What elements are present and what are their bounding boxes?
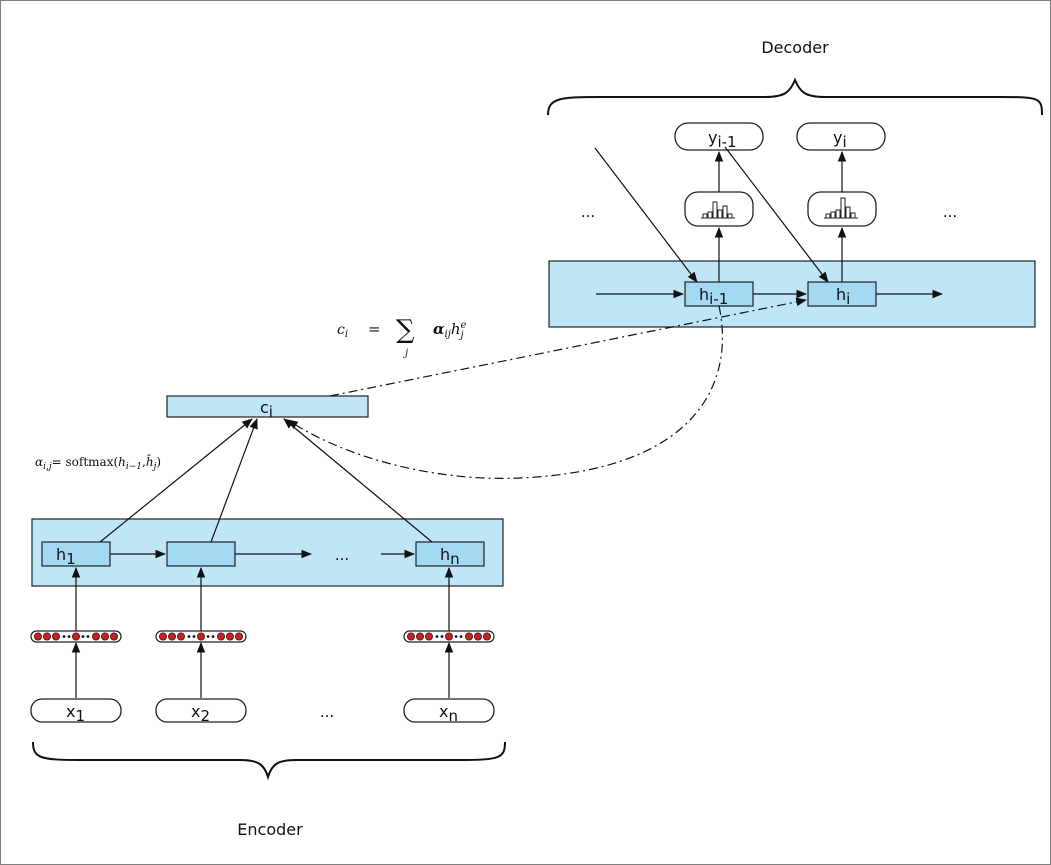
attention-dashed-links bbox=[287, 297, 808, 479]
c-i-label: ci bbox=[260, 398, 273, 421]
softmax-distribution-prev bbox=[684, 191, 754, 227]
h-i-label: hi bbox=[836, 285, 850, 308]
decoder-cell-h-i bbox=[807, 281, 877, 307]
svg-text:j: j bbox=[403, 348, 408, 359]
encoder-brace bbox=[32, 741, 506, 781]
svg-text:=: = bbox=[368, 320, 381, 338]
x1-label: x1 bbox=[66, 702, 85, 725]
h1-label: h1 bbox=[56, 545, 76, 568]
encoder-hidden-ellipsis: ... bbox=[335, 546, 349, 564]
attention-equation: αi,j= softmax(hi−1,h̄j) bbox=[35, 453, 161, 472]
input-ellipsis: ... bbox=[320, 703, 334, 721]
encoder-cell-h-1 bbox=[41, 541, 111, 567]
encoder-arrows bbox=[71, 417, 454, 698]
output-node-y-prev bbox=[674, 122, 764, 151]
encoder-label: Encoder bbox=[237, 820, 303, 839]
xn-label: xn bbox=[439, 702, 458, 725]
encoder-cell-h-n bbox=[415, 541, 485, 567]
decoder-arrows bbox=[594, 146, 944, 299]
y-i-label: yi bbox=[833, 128, 847, 151]
decoder-ellipsis-right: ... bbox=[943, 203, 957, 221]
h-prev-label: hi-1 bbox=[699, 285, 728, 308]
embedding-vector-2 bbox=[155, 630, 247, 643]
input-node-xn bbox=[403, 698, 495, 723]
output-node-y-i bbox=[796, 122, 886, 151]
input-node-x2 bbox=[155, 698, 247, 723]
embedding-vector-1 bbox=[30, 630, 122, 643]
decoder-brace bbox=[547, 77, 1043, 116]
context-vector-c-i bbox=[166, 395, 369, 418]
input-node-x1 bbox=[30, 698, 122, 723]
softmax-distribution-i bbox=[807, 191, 877, 227]
decoder-ellipsis-left: ... bbox=[581, 203, 595, 221]
encoder-cell-h-2 bbox=[166, 541, 236, 567]
x2-label: x2 bbox=[191, 702, 210, 725]
decoder-label: Decoder bbox=[761, 38, 829, 57]
svg-text:αi,j= softmax(hi−1,h̄j): αi,j= softmax(hi−1,h̄j) bbox=[35, 453, 161, 472]
svg-text:∑: ∑ bbox=[396, 315, 415, 345]
embedding-vector-n bbox=[403, 630, 495, 643]
y-prev-label: yi-1 bbox=[708, 128, 737, 151]
hn-label: hn bbox=[440, 545, 460, 568]
svg-text:ci: ci bbox=[337, 322, 348, 340]
